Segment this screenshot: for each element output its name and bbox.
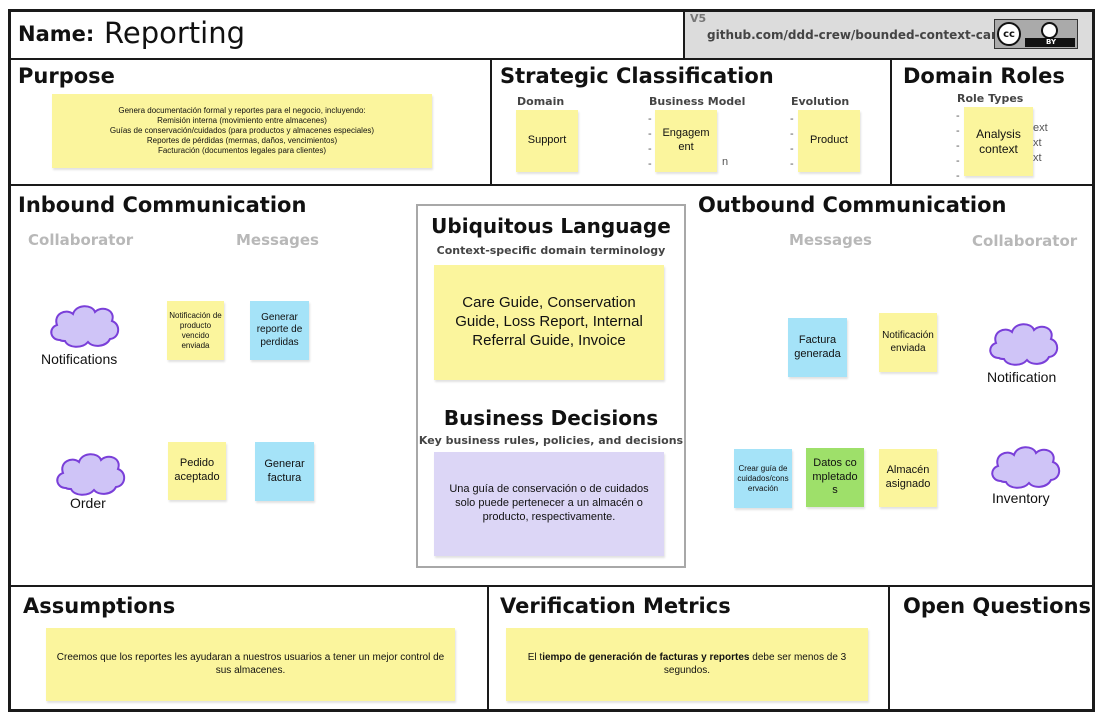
inbound-command-sticky[interactable]: Generar reporte de perdidas — [250, 301, 309, 360]
role-hidden-fragment: ext — [1033, 122, 1048, 134]
purpose-divider — [490, 58, 492, 185]
role-hidden-fragment: xt — [1033, 137, 1042, 149]
metrics-divider — [888, 586, 890, 710]
outbound-message-sticky[interactable]: Notificación enviada — [879, 313, 937, 372]
business-decisions-sticky[interactable]: Una guía de conservación o de cuidados s… — [434, 452, 664, 556]
role-sticky[interactable]: Analysis context — [964, 107, 1033, 176]
outbound-collaborator-label: Collaborator — [972, 232, 1078, 250]
outbound-event-sticky[interactable]: Datos completados — [806, 448, 864, 507]
assumptions-divider — [487, 586, 489, 710]
canvas-frame — [8, 9, 1095, 712]
domain-roles-title: Domain Roles — [903, 64, 1065, 88]
repo-link[interactable]: github.com/ddd-crew/bounded-context-canv… — [707, 28, 1023, 42]
language-decisions-box — [416, 204, 686, 568]
bullet-marks: ----- — [956, 110, 960, 182]
cloud-icon — [989, 323, 1059, 366]
business-model-label: Business Model — [649, 95, 746, 108]
purpose-line: Facturación (documentos legales para cli… — [157, 146, 327, 155]
outbound-title: Outbound Communication — [698, 193, 1007, 217]
metrics-prefix: El t — [527, 652, 543, 663]
cloud-icon — [50, 305, 120, 348]
inbound-message-sticky[interactable]: Notificación de producto vencido enviada — [167, 301, 224, 360]
role-hidden-fragment: xt — [1033, 152, 1042, 164]
bullet-marks: ---- — [790, 113, 794, 170]
business-model-sticky[interactable]: Engagement — [655, 110, 717, 172]
purpose-sticky[interactable]: Genera documentación formal y reportes p… — [52, 94, 432, 168]
inbound-title: Inbound Communication — [18, 193, 307, 217]
purpose-line: Guías de conservación/cuidados (para pro… — [109, 126, 375, 135]
top-row-bottom-line — [10, 184, 1093, 186]
outbound-collaborator-notification[interactable]: Notification — [987, 369, 1057, 385]
version-label: V5 — [690, 12, 707, 25]
assumptions-sticky[interactable]: Creemos que los reportes les ayudaran a … — [46, 628, 455, 701]
strategic-divider — [890, 58, 892, 185]
ubiquitous-language-subtitle: Context-specific domain terminology — [436, 244, 666, 257]
outbound-message-sticky[interactable]: Almacén asignado — [879, 449, 937, 507]
metrics-text: El tiempo de generación de facturas y re… — [518, 652, 856, 677]
by-strip — [1025, 38, 1075, 47]
inbound-message-sticky[interactable]: Pedido aceptado — [168, 442, 226, 500]
metrics-bold: iempo de generación de facturas y report… — [542, 652, 750, 663]
metrics-suffix: debe ser menos de 3 segundos. — [663, 652, 847, 676]
bullet-marks: ---- — [648, 113, 652, 170]
business-model-hidden-fragment: n — [722, 156, 729, 168]
role-value: Analysis context — [976, 126, 1021, 156]
by-label-overlay: BY — [1046, 38, 1057, 46]
role-types-label: Role Types — [957, 92, 1024, 105]
outbound-event-sticky[interactable]: Factura generada — [788, 318, 847, 377]
business-decisions-title: Business Decisions — [443, 406, 659, 430]
purpose-line: Reportes de pérdidas (mermas, daños, ven… — [146, 136, 338, 145]
context-name[interactable]: Reporting — [104, 16, 245, 50]
inbound-collaborator-order[interactable]: Order — [70, 495, 106, 511]
open-questions-title: Open Questions — [903, 594, 1092, 618]
ubiquitous-language-sticky[interactable]: Care Guide, Conservation Guide, Loss Rep… — [434, 265, 664, 380]
purpose-title: Purpose — [18, 64, 115, 88]
evolution-label: Evolution — [791, 95, 850, 108]
cc-icon: cc — [997, 22, 1021, 46]
name-label: Name: — [18, 22, 95, 46]
domain-sticky[interactable]: Support — [516, 110, 578, 172]
purpose-line: Remisión interna (movimiento entre almac… — [157, 116, 327, 125]
strategic-title: Strategic Classification — [500, 64, 774, 88]
cloud-icon — [56, 453, 126, 496]
cloud-icon — [991, 446, 1061, 489]
cc-icon-text: cc — [1003, 28, 1015, 40]
header-bottom-line — [10, 58, 1093, 60]
inbound-messages-label: Messages — [236, 231, 319, 249]
ubiquitous-language-title: Ubiquitous Language — [431, 214, 671, 238]
verification-metrics-sticky[interactable]: El tiempo de generación de facturas y re… — [506, 628, 868, 701]
business-decisions-subtitle: Key business rules, policies, and decisi… — [418, 434, 684, 447]
domain-label: Domain — [517, 95, 565, 108]
by-icon — [1041, 22, 1058, 39]
inbound-command-sticky[interactable]: Generar factura — [255, 442, 314, 501]
outbound-messages-label: Messages — [789, 231, 872, 249]
evolution-sticky[interactable]: Product — [798, 110, 860, 172]
assumptions-title: Assumptions — [23, 594, 176, 618]
outbound-command-sticky[interactable]: Crear guía de cuidados/conservación — [734, 449, 792, 508]
inbound-collaborator-label: Collaborator — [28, 231, 134, 249]
outbound-collaborator-inventory[interactable]: Inventory — [992, 490, 1050, 506]
business-model-value: Engagement — [662, 127, 710, 153]
purpose-line: Genera documentación formal y reportes p… — [118, 106, 366, 115]
verification-metrics-title: Verification Metrics — [500, 594, 731, 618]
cc-license-badge[interactable]: cc BY BY — [994, 19, 1078, 49]
middle-row-bottom-line — [10, 585, 1093, 587]
inbound-collaborator-notifications[interactable]: Notifications — [41, 351, 118, 367]
header-divider — [683, 12, 685, 58]
